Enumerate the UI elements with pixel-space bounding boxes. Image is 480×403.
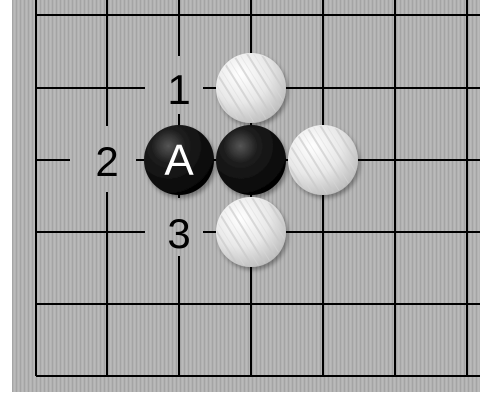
stones-layer: A: [144, 53, 358, 267]
point-label-2: 2: [95, 138, 118, 185]
white-stone: [288, 125, 358, 195]
white-stone-grain: [217, 198, 285, 266]
white-stone-grain: [289, 126, 357, 194]
black-stone-body: [144, 125, 214, 195]
white-stone: [216, 53, 286, 123]
point-label-1: 1: [167, 66, 190, 113]
black-stone: A: [144, 125, 214, 195]
stone-label: A: [164, 136, 194, 185]
label-gap-3: [145, 198, 203, 256]
black-stone-body: [216, 125, 286, 195]
white-stone: [216, 197, 286, 267]
grid-lines: [35, 0, 480, 377]
label-gap-1: [145, 56, 203, 114]
point-labels-layer: 1 2 3: [95, 66, 190, 257]
point-label-3: 3: [167, 210, 190, 257]
white-stone-grain: [217, 54, 285, 122]
label-gap-2: [70, 126, 136, 192]
black-stone: [216, 125, 286, 195]
